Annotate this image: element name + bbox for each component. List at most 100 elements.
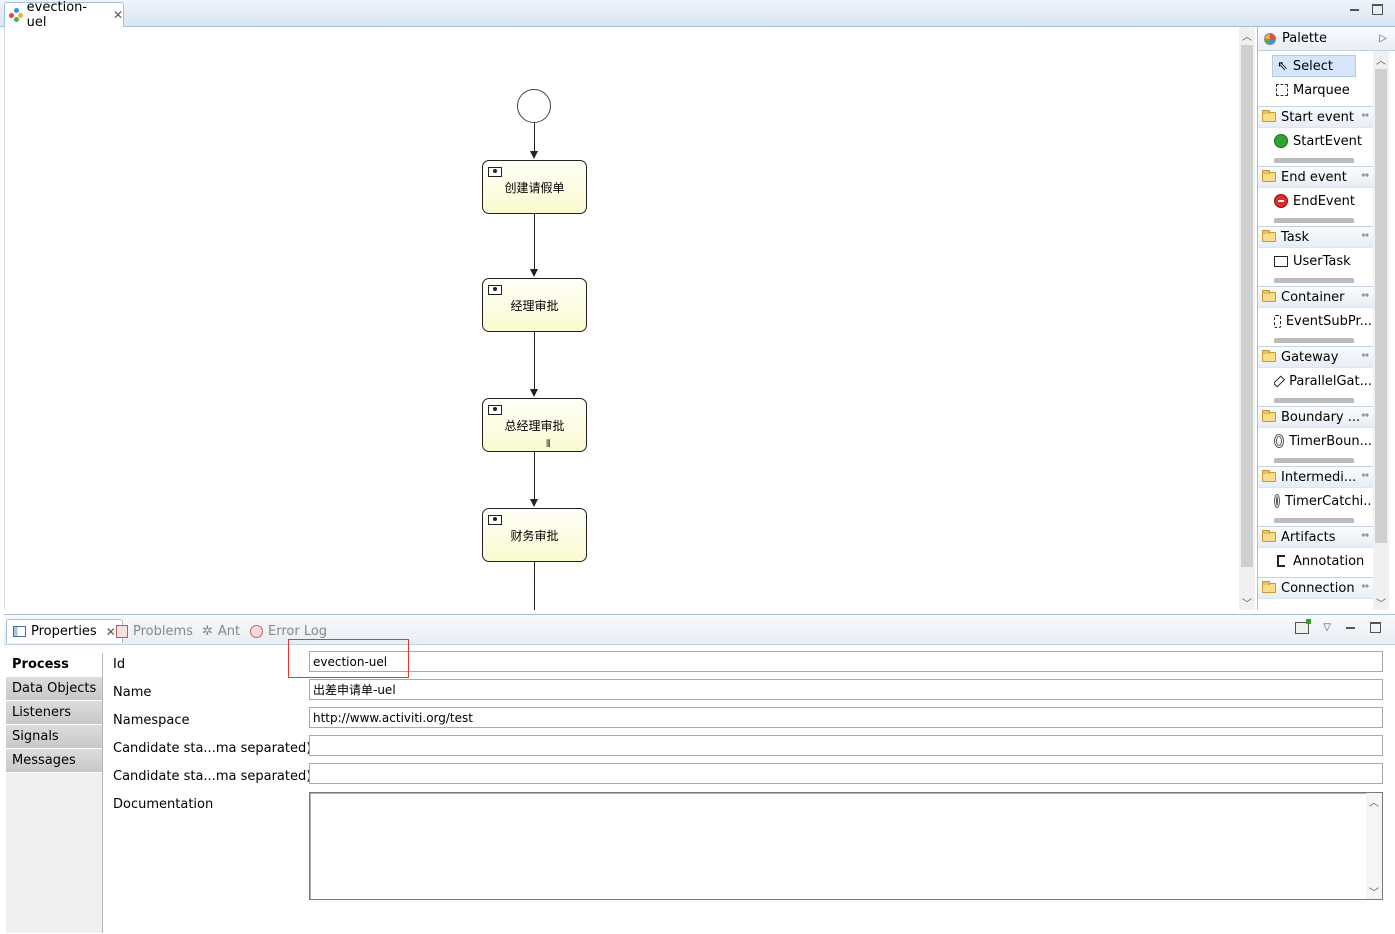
- scroll-down-icon[interactable]: ﹀: [1242, 598, 1252, 610]
- drawer-task[interactable]: Task ⇔: [1258, 226, 1373, 248]
- pin-icon[interactable]: ⇔: [1361, 171, 1369, 181]
- scroll-up-icon[interactable]: ︿: [1369, 797, 1379, 809]
- scroll-thumb[interactable]: [1375, 69, 1387, 543]
- drawer-container[interactable]: Container ⇔: [1258, 286, 1373, 308]
- section-process[interactable]: Process: [6, 653, 102, 677]
- palette-entry-start-event[interactable]: StartEvent: [1274, 131, 1372, 151]
- diagram-canvas[interactable]: 创建请假单 经理审批 总经理审批 ⦀ 财务审批: [4, 27, 1238, 610]
- pin-icon[interactable]: ⇔: [1361, 411, 1369, 421]
- palette-collapse-icon[interactable]: ▷: [1379, 33, 1387, 44]
- canvas-scrollbar[interactable]: ︿ ﹀: [1239, 27, 1255, 610]
- palette-entry-partial: [1274, 518, 1354, 523]
- user-task[interactable]: 总经理审批 ⦀: [482, 398, 587, 452]
- palette-entry-timer-catching[interactable]: TimerCatchi...: [1274, 491, 1372, 511]
- user-task[interactable]: 经理审批: [482, 278, 587, 332]
- folder-icon: [1262, 230, 1276, 242]
- section-messages[interactable]: Messages: [6, 749, 102, 773]
- view-menu-icon[interactable]: ▽: [1323, 622, 1331, 633]
- timer-icon: [1274, 494, 1280, 508]
- candidate-groups-field[interactable]: [309, 763, 1383, 784]
- palette-entry-parallel-gateway[interactable]: ParallelGat...: [1274, 371, 1372, 391]
- maximize-button[interactable]: [1370, 622, 1381, 633]
- pin-icon[interactable]: ⇔: [1361, 471, 1369, 481]
- folder-icon: [1262, 581, 1276, 593]
- palette-entry-label: TimerBoun...: [1289, 433, 1372, 449]
- pin-icon[interactable]: ⇔: [1361, 582, 1369, 592]
- section-signals[interactable]: Signals: [6, 725, 102, 749]
- palette-entry-partial: [1274, 458, 1354, 463]
- name-field[interactable]: [309, 679, 1383, 700]
- pin-icon[interactable]: ⇔: [1361, 291, 1369, 301]
- documentation-scrollbar[interactable]: ︿ ﹀: [1366, 793, 1382, 899]
- folder-icon: [1262, 530, 1276, 542]
- documentation-field[interactable]: ︿ ﹀: [309, 792, 1383, 900]
- sequence-flow[interactable]: [534, 452, 535, 500]
- task-label: 创建请假单: [504, 180, 565, 195]
- drawer-end-event[interactable]: End event ⇔: [1258, 166, 1373, 188]
- close-icon[interactable]: ✕: [105, 624, 116, 639]
- id-field[interactable]: [309, 651, 1383, 672]
- pin-icon[interactable]: ⇔: [1361, 531, 1369, 541]
- drawer-title: Intermedi...: [1281, 469, 1357, 485]
- scroll-down-icon[interactable]: ﹀: [1369, 887, 1379, 899]
- scroll-up-icon[interactable]: ︿: [1242, 31, 1252, 43]
- namespace-field[interactable]: [309, 707, 1383, 728]
- problems-icon: [116, 624, 128, 638]
- minimize-button[interactable]: [1349, 4, 1360, 15]
- marquee-tool[interactable]: Marquee: [1272, 79, 1356, 101]
- user-task[interactable]: 创建请假单: [482, 160, 587, 214]
- arrow-head-icon: [530, 499, 538, 507]
- drawer-intermediate[interactable]: Intermedi... ⇔: [1258, 466, 1373, 488]
- palette-entry-user-task[interactable]: UserTask: [1274, 251, 1372, 271]
- sequence-flow[interactable]: [534, 562, 535, 610]
- arrow-head-icon: [530, 269, 538, 277]
- candidate-users-field[interactable]: [309, 735, 1383, 756]
- pin-icon[interactable]: ⇔: [1361, 231, 1369, 241]
- task-label: 财务审批: [510, 528, 559, 543]
- scroll-thumb[interactable]: [1241, 45, 1253, 567]
- palette-entry-partial: [1274, 218, 1354, 223]
- tab-ant[interactable]: ✲ Ant: [202, 619, 240, 643]
- tab-problems[interactable]: Problems: [116, 619, 193, 643]
- maximize-button[interactable]: [1372, 4, 1383, 15]
- section-listeners[interactable]: Listeners: [6, 701, 102, 725]
- pin-view-icon[interactable]: [1295, 619, 1312, 634]
- scroll-up-icon[interactable]: ︿: [1376, 55, 1386, 67]
- editor-tab[interactable]: evection-uel ✕: [4, 0, 124, 30]
- sequence-flow[interactable]: [534, 214, 535, 270]
- end-event-icon: [1274, 194, 1288, 208]
- drawer-artifacts[interactable]: Artifacts ⇔: [1258, 526, 1373, 548]
- select-tool[interactable]: ⇖ Select: [1272, 55, 1356, 77]
- user-task-icon: [1274, 255, 1288, 267]
- palette-entry-annotation[interactable]: Annotation: [1274, 551, 1372, 571]
- drawer-gateway[interactable]: Gateway ⇔: [1258, 346, 1373, 368]
- palette-header[interactable]: Palette ▷: [1258, 27, 1395, 51]
- sequence-flow[interactable]: [534, 123, 535, 153]
- drawer-start-event[interactable]: Start event ⇔: [1258, 106, 1373, 128]
- drawer-connection[interactable]: Connection ⇔: [1258, 577, 1373, 599]
- pin-icon[interactable]: ⇔: [1361, 351, 1369, 361]
- sequence-flow[interactable]: [534, 332, 535, 389]
- drawer-boundary[interactable]: Boundary ... ⇔: [1258, 406, 1373, 428]
- arrow-head-icon: [530, 151, 538, 159]
- palette-entry-event-subprocess[interactable]: EventSubPr...: [1274, 311, 1372, 331]
- minimize-button[interactable]: [1345, 622, 1356, 633]
- task-label: 总经理审批: [504, 418, 565, 433]
- close-icon[interactable]: ✕: [112, 8, 123, 22]
- palette-entry-end-event[interactable]: EndEvent: [1274, 191, 1372, 211]
- tab-properties[interactable]: Properties ✕: [6, 619, 123, 643]
- palette-scrollbar[interactable]: ︿ ﹀: [1373, 51, 1389, 610]
- tab-error-log[interactable]: Error Log: [250, 619, 327, 643]
- drawer-title: Artifacts: [1281, 529, 1336, 545]
- scroll-down-icon[interactable]: ﹀: [1376, 598, 1386, 610]
- palette-entry-label: ParallelGat...: [1289, 373, 1372, 389]
- arrow-head-icon: [530, 389, 538, 397]
- drawer-title: Start event: [1281, 109, 1354, 125]
- user-task[interactable]: 财务审批: [482, 508, 587, 562]
- pin-icon[interactable]: ⇔: [1361, 111, 1369, 121]
- marquee-icon: [1276, 84, 1288, 96]
- start-event[interactable]: [517, 89, 551, 123]
- parallel-gateway-icon: [1274, 374, 1286, 388]
- palette-entry-timer-boundary[interactable]: TimerBoun...: [1274, 431, 1372, 451]
- section-data-objects[interactable]: Data Objects: [6, 677, 102, 701]
